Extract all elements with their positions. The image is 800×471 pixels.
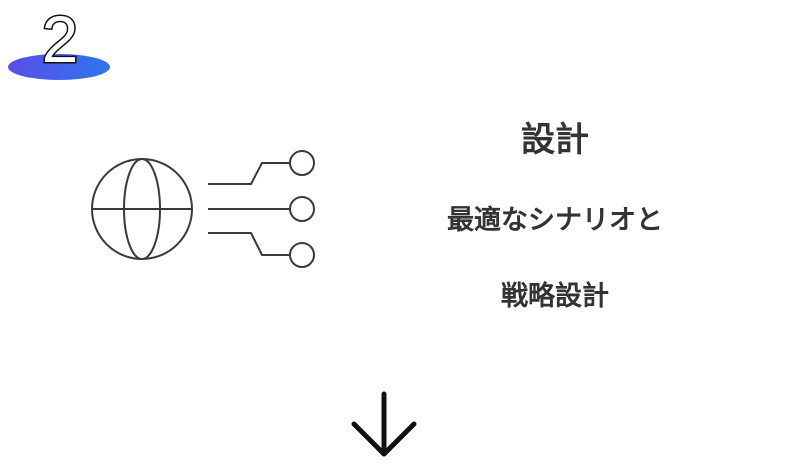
- step-title: 設計: [521, 120, 589, 160]
- description-line-2: 戦略設計: [501, 281, 609, 312]
- globe-network-icon: [91, 150, 315, 268]
- description-line-1: 最適なシナリオと: [447, 205, 663, 236]
- arrow-down-icon: [351, 391, 417, 457]
- step-badge-ellipse: [8, 54, 110, 80]
- step-badge: 2: [8, 1, 110, 80]
- step-number: 2: [42, 2, 79, 76]
